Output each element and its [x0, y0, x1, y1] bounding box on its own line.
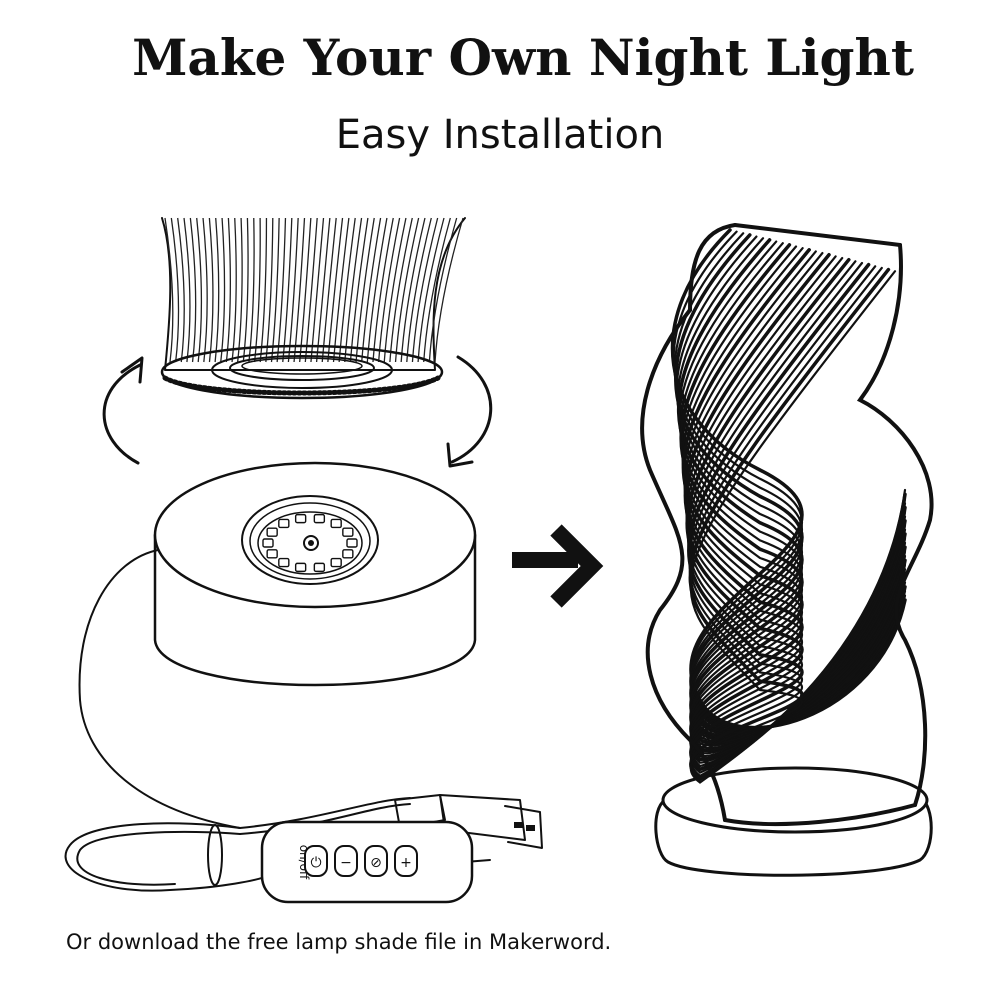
led-chip [330, 518, 342, 529]
led-chip [278, 557, 290, 568]
led-chip [278, 518, 290, 529]
led-base [153, 461, 477, 687]
twisted-lamp-shade [640, 223, 934, 877]
usb-plug-icon [394, 794, 543, 849]
right-arrow-icon [512, 524, 604, 608]
controller-button[interactable]: ⏻ [304, 845, 328, 877]
led-chip [342, 527, 354, 537]
controller-button-symbol: − [340, 855, 352, 871]
lamp-shade-top [160, 217, 466, 400]
page-subtitle: Easy Installation [335, 112, 665, 158]
led-chip [266, 527, 278, 537]
rotate-arrows-icon [102, 355, 493, 468]
led-chip [313, 562, 326, 573]
controller-button-symbol: ⏻ [310, 855, 321, 871]
page-title: Make Your Own Night Light [132, 28, 914, 87]
led-chips [262, 513, 358, 573]
led-chip [294, 562, 307, 573]
led-chip [330, 557, 342, 568]
led-chip [294, 513, 307, 524]
controller-button[interactable]: − [334, 845, 358, 877]
inline-controller: on/off ⏻−⊘+ [260, 820, 474, 904]
led-chip [266, 549, 278, 559]
led-chip [313, 513, 326, 524]
led-chip [346, 538, 358, 548]
controller-button[interactable]: + [394, 845, 418, 877]
led-chip [342, 549, 354, 559]
controller-button-symbol: ⊘ [370, 855, 382, 871]
controller-button-symbol: + [400, 855, 412, 871]
led-chip [262, 538, 274, 548]
controller-button[interactable]: ⊘ [364, 845, 388, 877]
footer-note: Or download the free lamp shade file in … [66, 930, 612, 954]
